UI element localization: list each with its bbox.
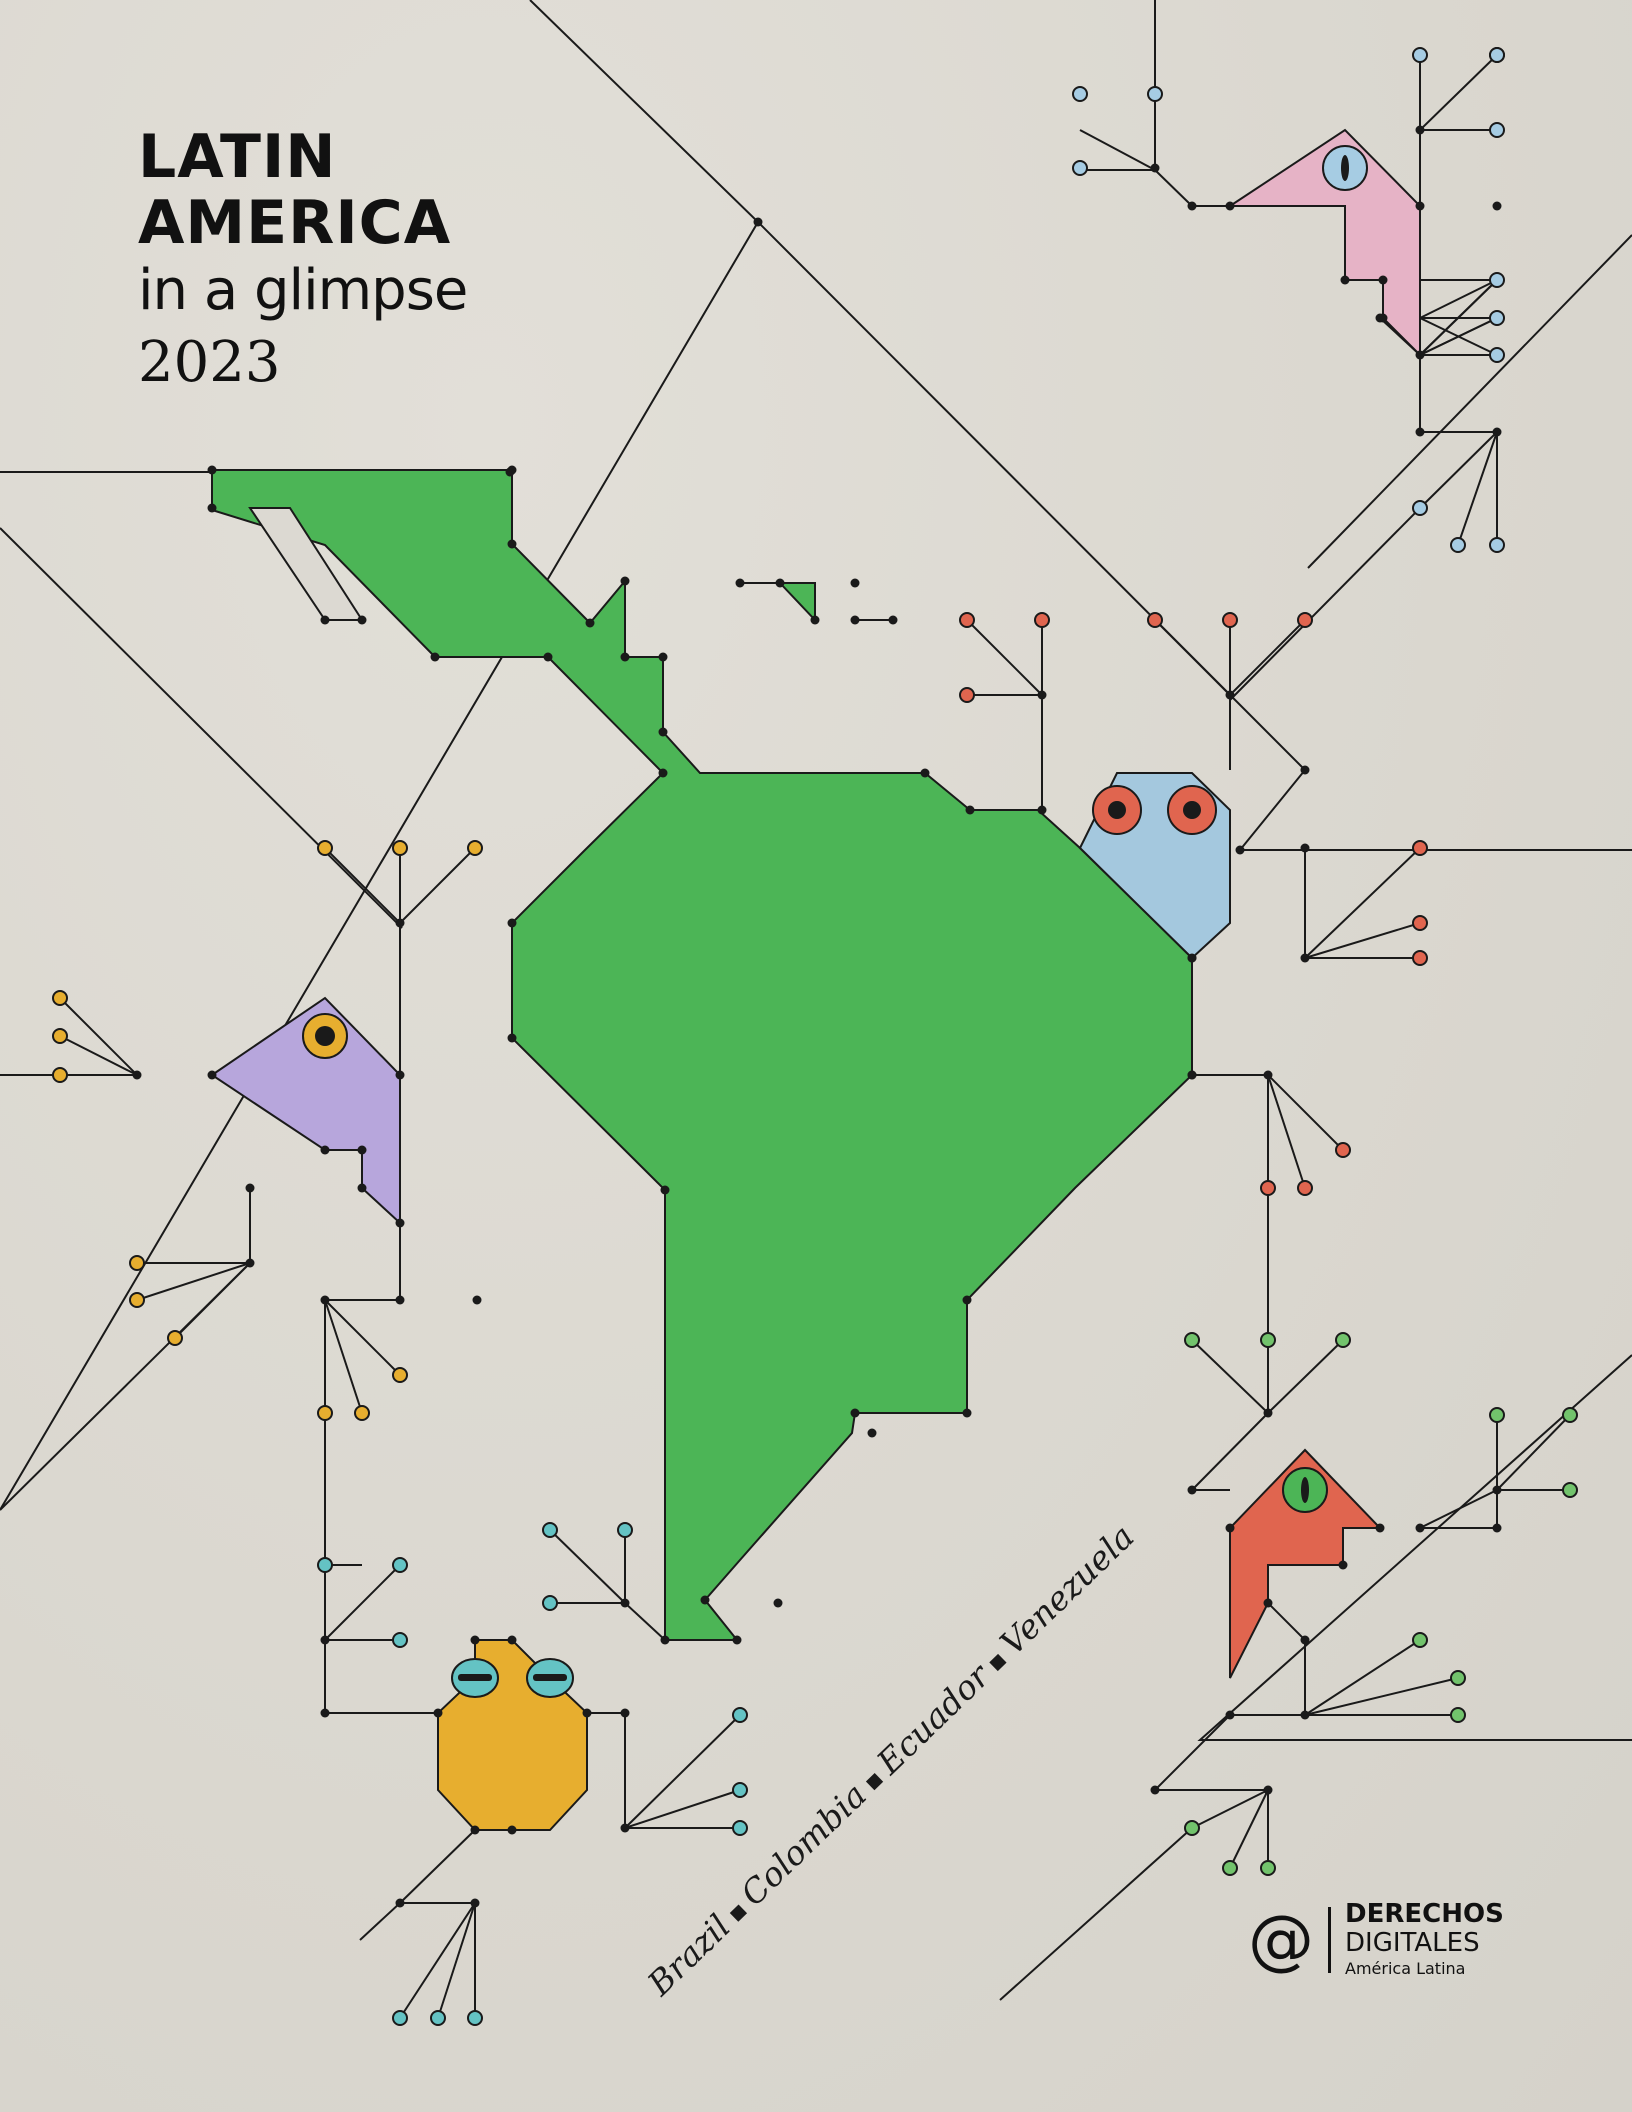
title-line-america: AMERICA — [138, 188, 452, 258]
frog-purple-icon — [0, 840, 483, 1600]
cover-title: LATIN AMERICA in a glimpse 2023 — [138, 122, 468, 400]
logo-line1: DERECHOS — [1345, 1899, 1504, 1929]
country-separator: ■ — [984, 1649, 1009, 1674]
country-separator: ■ — [861, 1768, 886, 1793]
title-year: 2023 — [138, 330, 281, 395]
frog-red-icon — [999, 1332, 1578, 2001]
south-america-map-icon — [211, 469, 1193, 1641]
title-subtitle: in a glimpse — [138, 258, 468, 323]
logo-line2: DIGITALES — [1345, 1928, 1480, 1958]
logo-line3: América Latina — [1345, 1959, 1466, 1978]
at-sign-logo-icon: @ — [1248, 1907, 1331, 1973]
country-separator: ■ — [725, 1899, 750, 1924]
frog-pink-icon — [1072, 0, 1505, 701]
map-vertex-dots — [207, 217, 1310, 1645]
title-line-latin: LATIN — [138, 122, 337, 192]
frog-blue-icon — [959, 612, 1428, 1413]
derechos-digitales-logo: @ DERECHOS DIGITALES América Latina — [1248, 1900, 1504, 1980]
logo-wordmark: DERECHOS DIGITALES América Latina — [1331, 1900, 1504, 1980]
frog-yellow-icon — [317, 1522, 748, 2026]
